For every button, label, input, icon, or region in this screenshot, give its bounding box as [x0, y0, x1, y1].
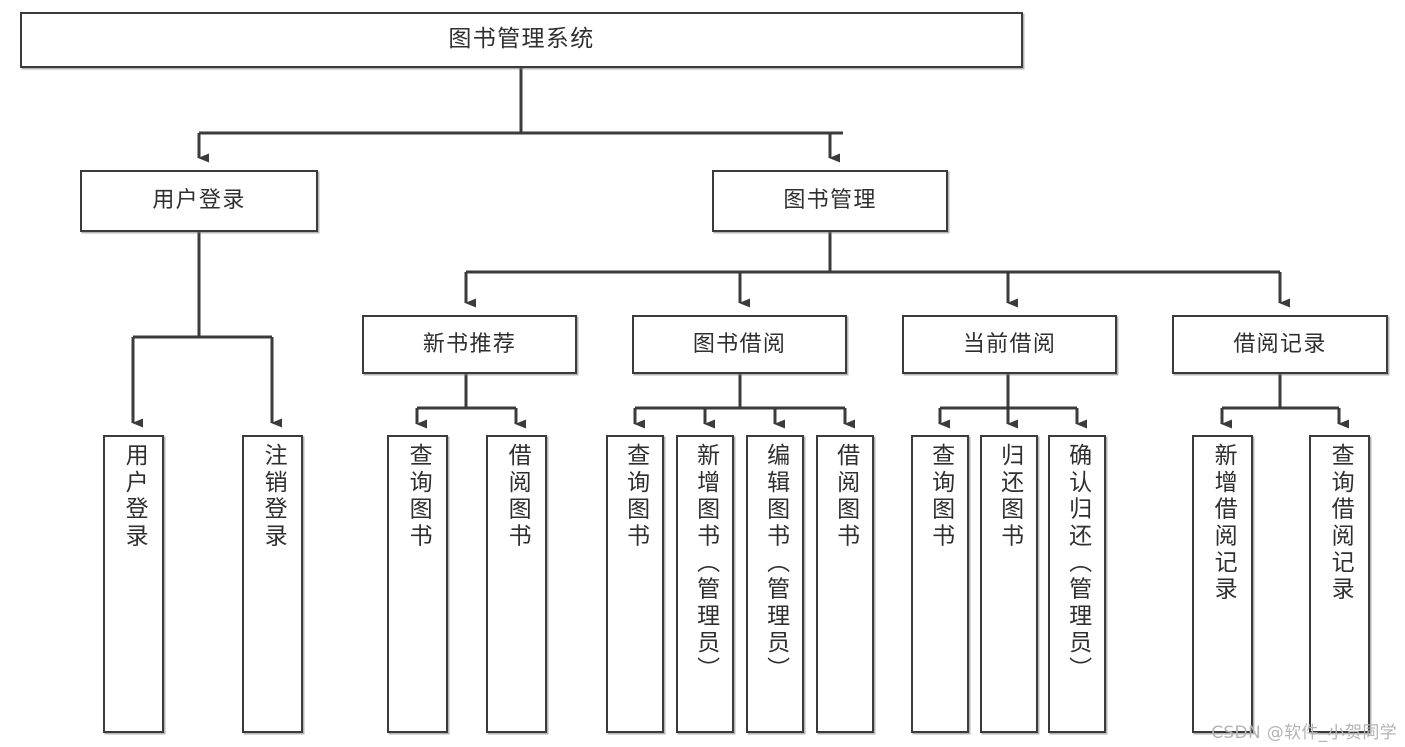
node-leaf-user-login-label: 用户登录: [121, 443, 148, 550]
node-leaf-record-query-label: 查询借阅记录: [1327, 443, 1354, 604]
node-leaf-borrow-add-book[interactable]: 新增图书（管理员）: [676, 435, 734, 733]
node-leaf-recommend-query-book-label: 查询图书: [405, 443, 432, 550]
node-leaf-logout-label: 注销登录: [260, 443, 287, 550]
node-current-borrow-label: 当前借阅: [962, 331, 1057, 357]
node-leaf-borrow-add-book-label: 新增图书（管理员）: [692, 443, 719, 684]
node-leaf-recommend-query-book[interactable]: 查询图书: [387, 435, 448, 733]
node-leaf-borrow-borrow-book[interactable]: 借阅图书: [816, 435, 874, 733]
node-root-system[interactable]: 图书管理系统: [20, 12, 1023, 68]
node-root-system-label: 图书管理系统: [448, 26, 595, 53]
node-book-management[interactable]: 图书管理: [712, 170, 948, 232]
node-borrow-record-label: 借阅记录: [1233, 331, 1327, 357]
node-leaf-borrow-edit-book[interactable]: 编辑图书（管理员）: [746, 435, 804, 733]
node-leaf-logout[interactable]: 注销登录: [242, 435, 303, 733]
node-user-login-label: 用户登录: [152, 188, 246, 214]
node-current-borrow[interactable]: 当前借阅: [902, 315, 1117, 374]
node-leaf-record-add[interactable]: 新增借阅记录: [1192, 435, 1253, 733]
node-leaf-borrow-query-book-label: 查询图书: [622, 443, 649, 550]
node-book-management-label: 图书管理: [783, 188, 877, 214]
node-leaf-recommend-borrow-book-label: 借阅图书: [504, 443, 531, 550]
csdn-watermark: CSDN @软件_小贺同学: [1211, 723, 1397, 743]
node-borrow-record[interactable]: 借阅记录: [1172, 315, 1388, 374]
node-book-borrow-label: 图书借阅: [692, 331, 787, 357]
node-leaf-borrow-query-book[interactable]: 查询图书: [606, 435, 664, 733]
node-leaf-record-add-label: 新增借阅记录: [1210, 443, 1237, 604]
node-leaf-current-return-book[interactable]: 归还图书: [980, 435, 1038, 733]
node-leaf-current-query-book[interactable]: 查询图书: [911, 435, 969, 733]
node-leaf-current-query-book-label: 查询图书: [927, 443, 954, 550]
node-leaf-borrow-edit-book-label: 编辑图书（管理员）: [762, 443, 789, 684]
node-leaf-recommend-borrow-book[interactable]: 借阅图书: [486, 435, 547, 733]
node-leaf-current-return-book-label: 归还图书: [996, 443, 1023, 550]
node-book-borrow[interactable]: 图书借阅: [632, 315, 847, 374]
node-user-login[interactable]: 用户登录: [80, 170, 318, 232]
node-leaf-user-login[interactable]: 用户登录: [103, 435, 164, 733]
node-leaf-current-confirm-return-label: 确认归还（管理员）: [1064, 443, 1091, 684]
node-new-book-recommend-label: 新书推荐: [422, 331, 517, 357]
node-leaf-borrow-borrow-book-label: 借阅图书: [832, 443, 859, 550]
node-new-book-recommend[interactable]: 新书推荐: [362, 315, 577, 374]
node-leaf-current-confirm-return[interactable]: 确认归还（管理员）: [1048, 435, 1106, 733]
node-leaf-record-query[interactable]: 查询借阅记录: [1309, 435, 1370, 733]
